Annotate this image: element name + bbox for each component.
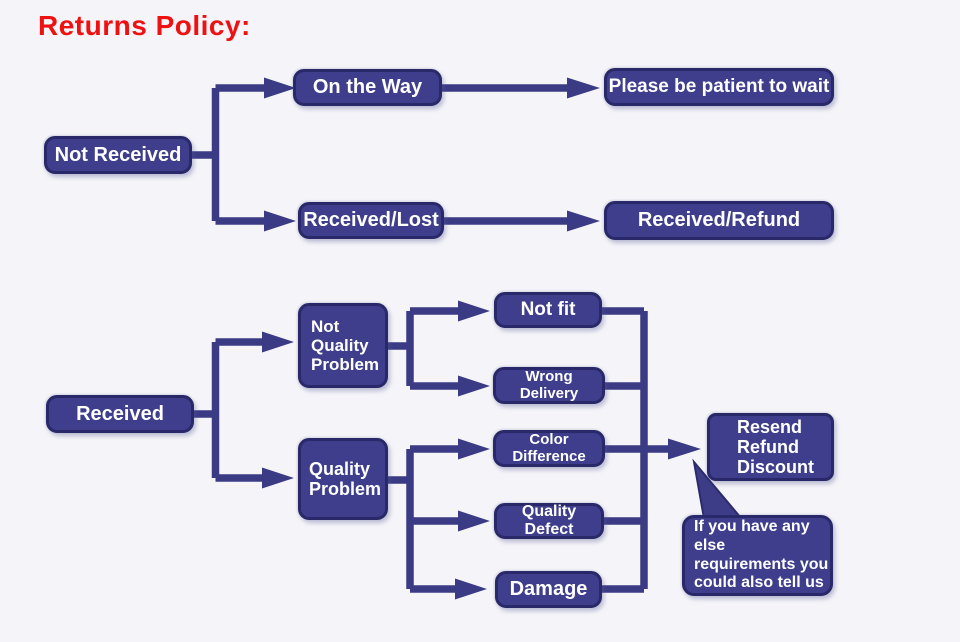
node-label: On the Way [312, 76, 423, 99]
node-label: Please be patient to wait [608, 76, 830, 98]
node-label: Wrong Delivery [519, 367, 579, 402]
node-label: Color Difference [512, 430, 586, 465]
node-label-line: Problem [309, 479, 382, 499]
node-received: Received [46, 395, 194, 433]
node-label: Not Received [54, 143, 182, 166]
node-wrong-delivery: Wrong Delivery [493, 367, 605, 404]
arrowhead-color-difference [458, 438, 490, 460]
node-color-difference: Color Difference [493, 430, 605, 467]
arrowhead-not-fit [458, 300, 490, 322]
node-not-fit: Not fit [494, 292, 602, 328]
node-label-line: Problem [311, 355, 380, 375]
note-line: requirements you [694, 555, 829, 573]
arrowhead-quality-defect [458, 510, 490, 532]
node-label-line: Quality [309, 458, 371, 479]
connector-received-split [193, 331, 294, 489]
arrowhead-received-refund [567, 210, 600, 232]
node-label-line: Discount [737, 457, 815, 478]
node-on-the-way: On the Way [293, 69, 442, 106]
connector-not-received-split [192, 77, 600, 232]
node-label: Damage [509, 578, 588, 601]
node-label-line: Refund [737, 436, 799, 457]
arrowhead-damage [455, 578, 487, 600]
node-label-line: Resend [737, 416, 803, 437]
arrowhead-resend [668, 438, 701, 460]
node-label-line: Not [311, 316, 340, 336]
arrowhead-quality-problem [262, 467, 294, 489]
node-received-lost: Received/Lost [298, 202, 444, 239]
arrowhead-wrong-delivery [458, 375, 490, 397]
node-quality-defect: Quality Defect [494, 503, 604, 539]
node-label: Received [76, 402, 164, 425]
node-received-refund: Received/Refund [604, 201, 834, 240]
node-damage: Damage [495, 571, 602, 608]
arrowhead-please-wait [567, 77, 600, 99]
node-not-received: Not Received [44, 136, 192, 174]
node-label: Quality Defect [521, 503, 577, 538]
connector-quality-split [387, 438, 490, 600]
arrowhead-received-lost [264, 210, 296, 232]
node-label: Received/Refund [637, 209, 801, 232]
node-label: Not fit [520, 299, 576, 321]
node-label: Received/Lost [303, 209, 439, 232]
node-label-line: Quality [311, 335, 369, 355]
arrowhead-on-the-way [264, 77, 296, 99]
node-not-quality-problem: Not Quality Problem [298, 303, 388, 388]
node-please-be-patient: Please be patient to wait [604, 68, 834, 106]
arrowhead-not-quality-problem [262, 331, 294, 353]
note-line: If you have any else [694, 517, 810, 554]
node-resend-refund-discount: Resend Refund Discount [707, 413, 834, 481]
page-title: Returns Policy: [38, 10, 251, 41]
note-line: could also tell us [694, 574, 824, 592]
connector-collector [601, 307, 701, 593]
note-bubble: If you have any else requirements you co… [682, 515, 833, 596]
connector-not-quality-split [387, 300, 490, 397]
node-quality-problem: Quality Problem [298, 438, 388, 520]
